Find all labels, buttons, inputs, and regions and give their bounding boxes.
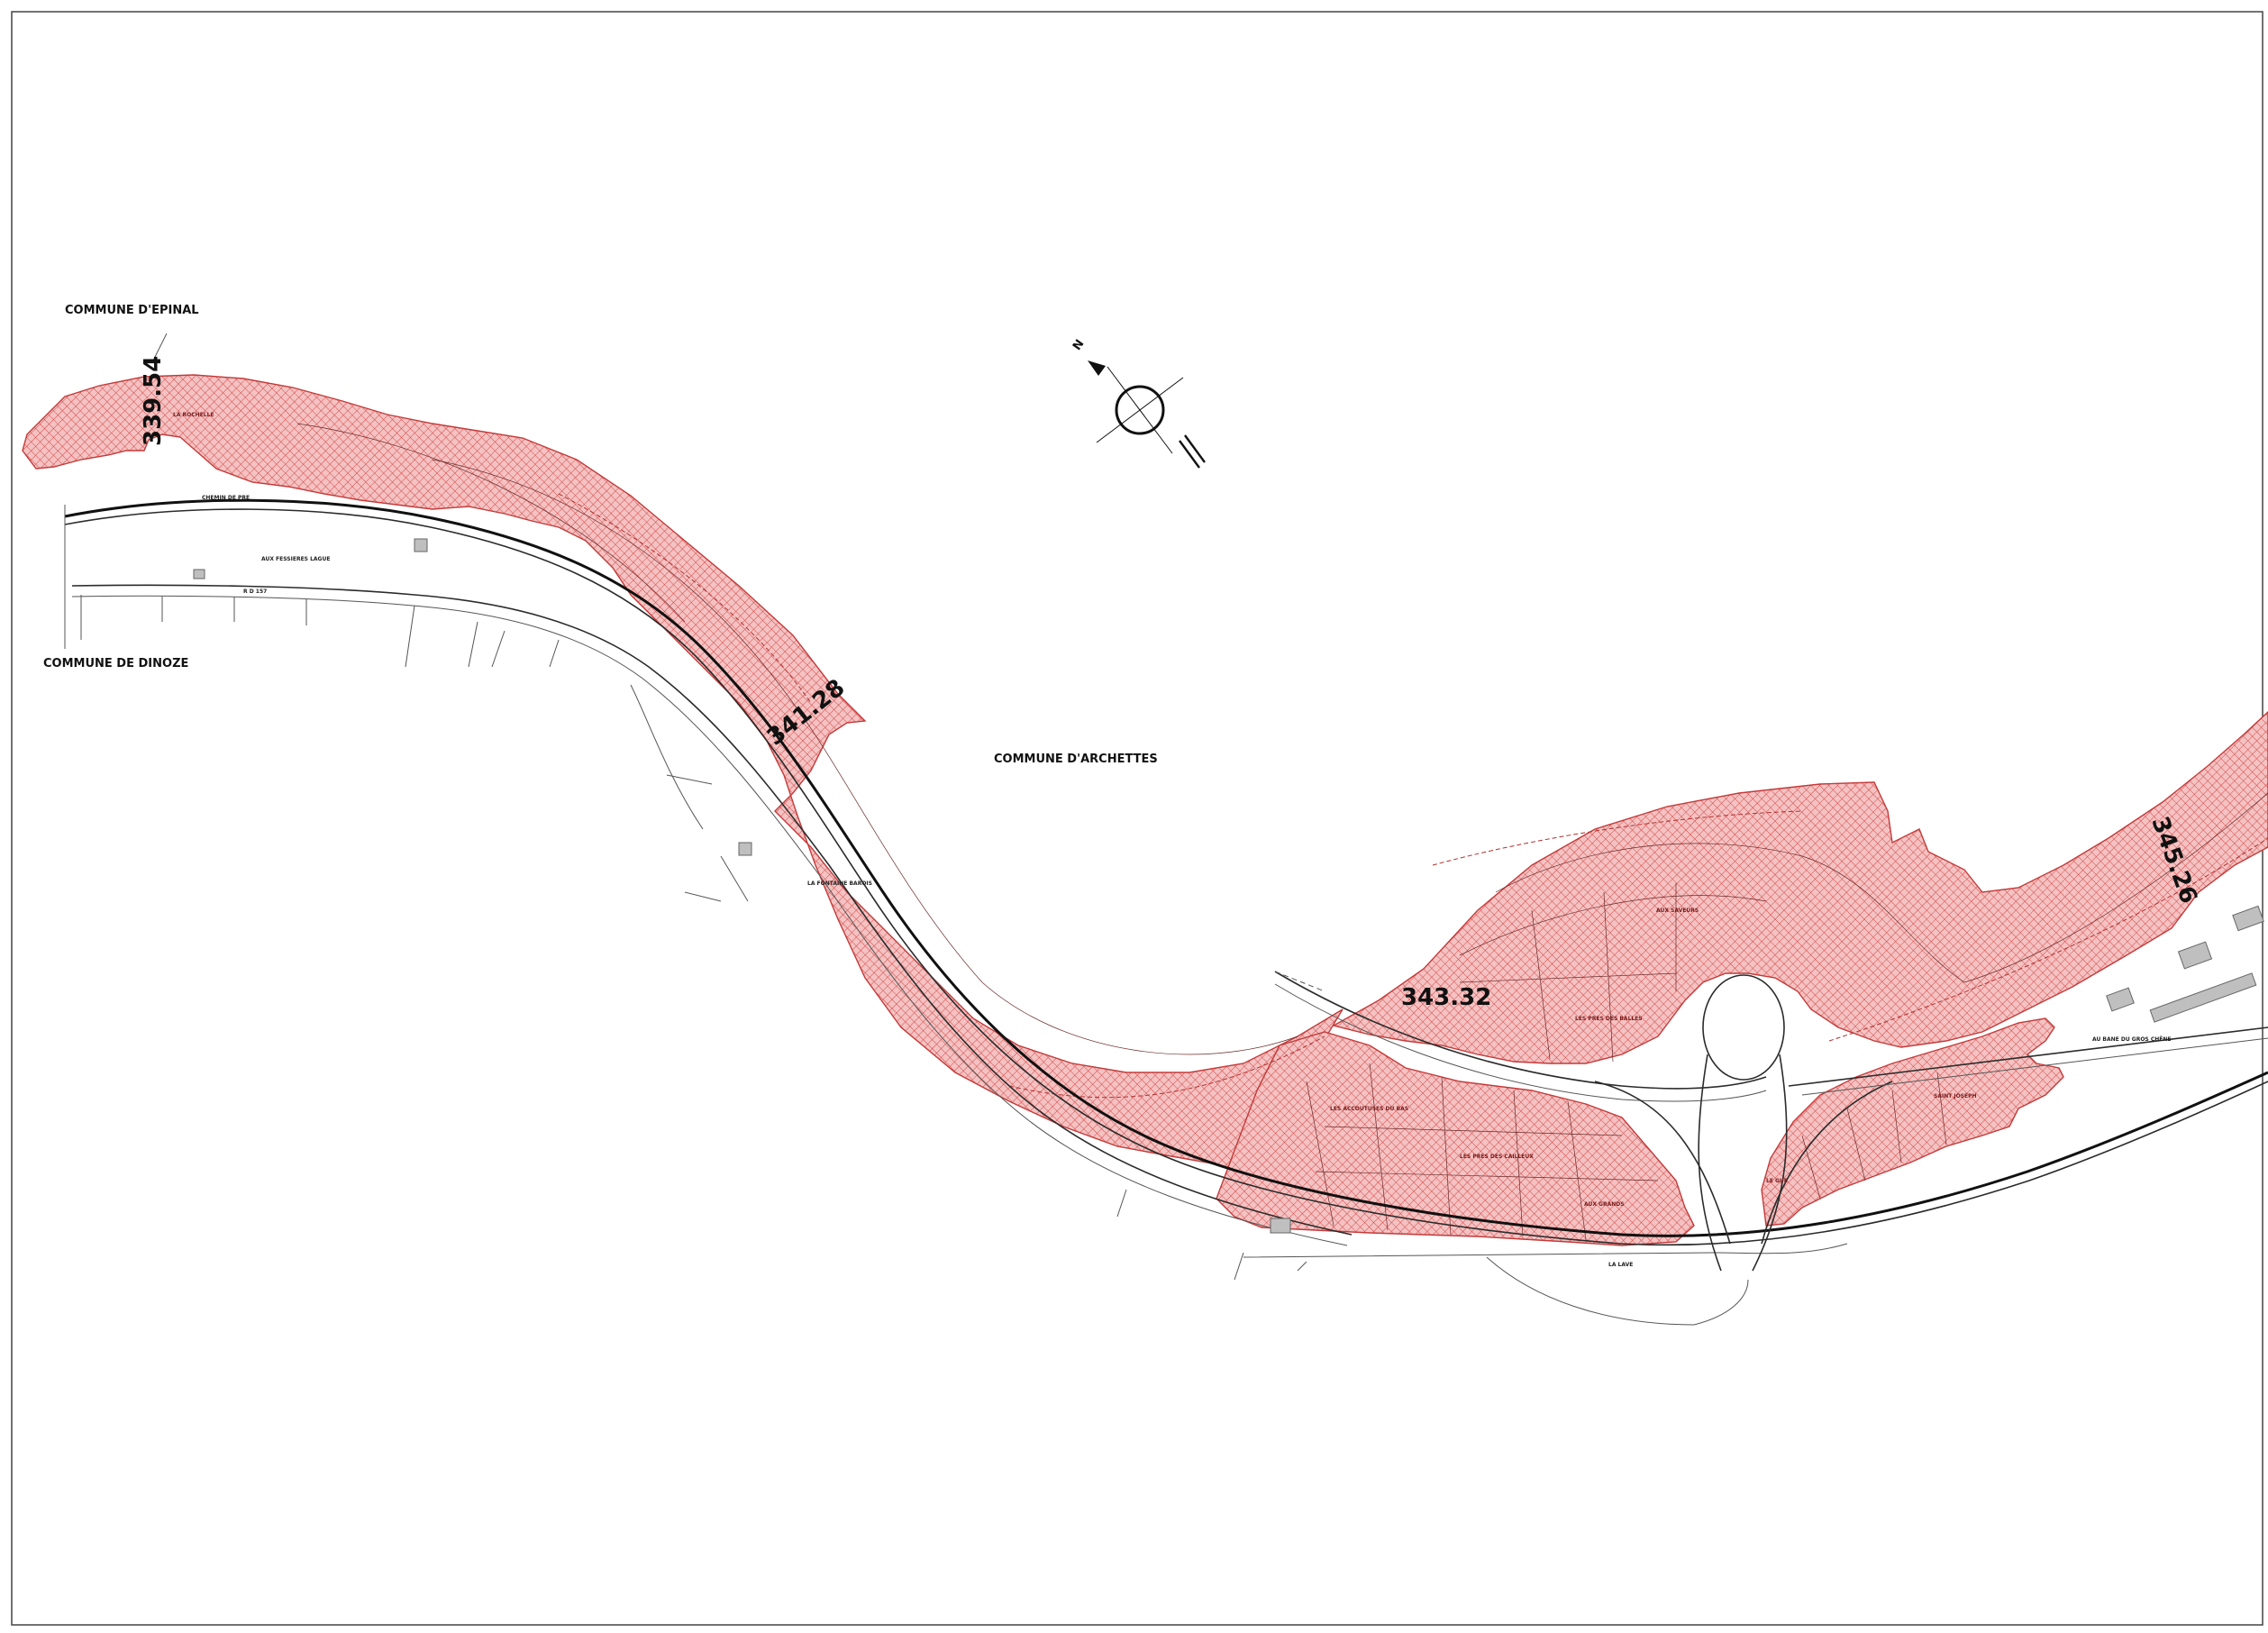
contour-1 (432, 459, 1298, 1055)
interchange-curves (1594, 1081, 1893, 1245)
road-east (1788, 1026, 2268, 1087)
road-rd157 (71, 584, 1353, 1236)
building (193, 569, 205, 579)
parcel-lines-center (1459, 883, 1677, 1063)
north-arrow-icon (1088, 360, 1206, 469)
building (2149, 972, 2257, 1023)
km-marker-339: 339.54 (140, 356, 167, 446)
label-les-pres-balles: LES PRES DES BALLES (1575, 1016, 1643, 1022)
page-border (11, 11, 2263, 1626)
side-streets-south (1116, 1189, 1307, 1281)
building (2177, 941, 2213, 970)
contour-2 (296, 423, 686, 623)
label-les-accoutuses: LES ACCOUTUSES DU BAS (1330, 1106, 1408, 1112)
label-le-gue: LE GUE (1766, 1178, 1788, 1184)
km-marker-343: 343.32 (1401, 984, 1491, 1011)
side-streets-bend (630, 684, 749, 902)
flood-zone-east-lobe (1761, 1017, 2064, 1227)
interchange-ramp-north-edge (1274, 983, 1767, 1102)
building (738, 842, 752, 856)
zone-edge-4 (1432, 810, 1803, 866)
zone-edge-1 (558, 493, 812, 704)
label-la-roche: LA ROCHELLE (173, 412, 214, 418)
building (1270, 1218, 1291, 1234)
boundary-tick-epinal (152, 333, 168, 361)
road-loop-south (1486, 1256, 1749, 1326)
parcel-lines-east (1801, 1072, 1947, 1200)
flood-zone-south (1216, 1031, 1695, 1246)
commune-epinal-label: COMMUNE D'EPINAL (65, 304, 199, 317)
zone-edge-3 (1828, 837, 2268, 1042)
label-la-lave: LA LAVE (1608, 1262, 1633, 1268)
label-aux-fessieres: AUX FESSIERES LAGUE (261, 556, 330, 562)
label-saint-joseph: SAINT JOSEPH (1934, 1093, 1977, 1099)
side-streets-mid (405, 605, 560, 668)
building (414, 538, 428, 552)
contour-4 (1459, 895, 1767, 956)
road-east-edge (1801, 1037, 2268, 1096)
interchange-loop (1702, 974, 1785, 1081)
label-aux-saveurs: AUX SAVEURS (1656, 908, 1699, 914)
side-streets-west (80, 595, 307, 640)
flood-zone-west (22, 374, 1343, 1172)
commune-dinoze-label: COMMUNE DE DINOZE (43, 657, 188, 671)
label-chemin-des-pre: CHEMIN DE PRE (202, 495, 250, 501)
road-rd157-edge (71, 595, 1348, 1246)
building (2106, 987, 2135, 1012)
label-la-fontaine: LA FONTAINE BAROIS (807, 880, 872, 887)
compass-north-letter: N (1070, 337, 1088, 353)
label-les-pres-cailleux: LES PRES DES CAILLEUX (1460, 1154, 1534, 1160)
road-la-lave (1243, 1243, 1848, 1258)
interchange-ramp-north (1274, 971, 1767, 1090)
railway-line-parallel (64, 508, 2268, 1246)
label-aux-grands: AUX GRANDS (1584, 1201, 1625, 1208)
label-rd157: R D 157 (243, 588, 267, 595)
flood-zone-center (1332, 711, 2268, 1064)
contour-3 (1495, 792, 2268, 983)
railway-line (64, 498, 2268, 1237)
label-au-bane: AU BANE DU GROS CHÊNE (2092, 1035, 2172, 1043)
building (2232, 905, 2264, 932)
commune-archettes-label: COMMUNE D'ARCHETTES (994, 753, 1158, 766)
parcel-lines-south (1306, 1063, 1659, 1241)
